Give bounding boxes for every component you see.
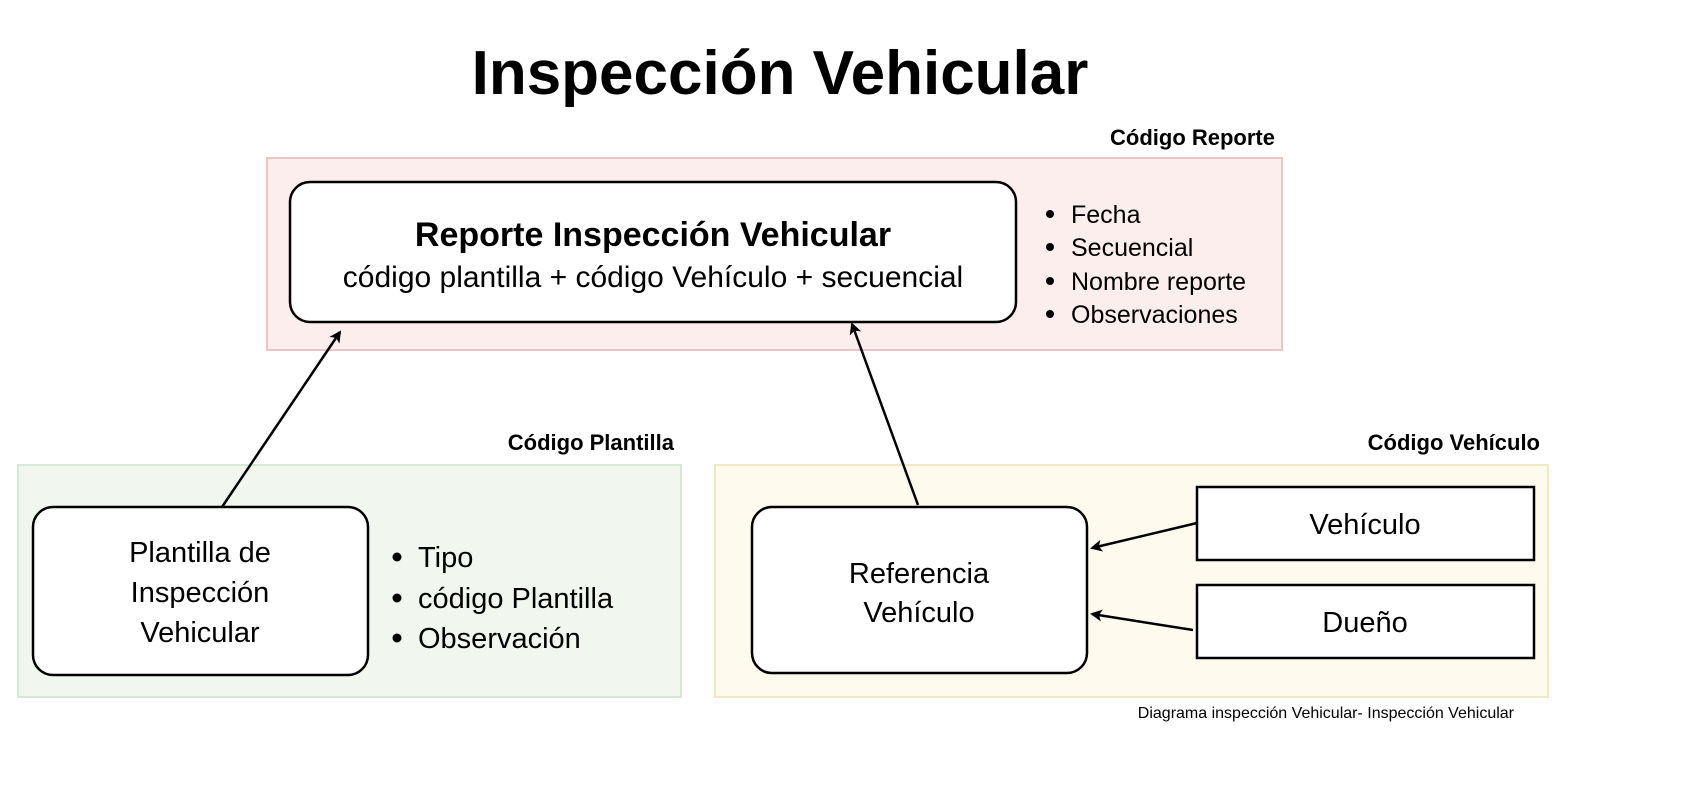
report-box[interactable] (288, 180, 1018, 324)
template-field: Tipo (418, 542, 473, 574)
template-field: Observación (418, 623, 581, 655)
template-box-line: Vehicular (140, 617, 260, 649)
report-field: Fecha (1071, 201, 1141, 229)
vehicle-box-label: Vehículo (1309, 509, 1420, 541)
vehicle-reference-line: Referencia (849, 558, 990, 590)
owner-box-label: Dueño (1322, 607, 1407, 639)
arrow-vehicle-to-reference (1090, 521, 1198, 552)
diagram-title: Inspección Vehicular (472, 39, 1089, 108)
report-field: Nombre reporte (1071, 268, 1246, 296)
arrow-template-to-report (220, 330, 342, 508)
template-field: código Plantilla (418, 583, 614, 615)
template-box[interactable] (31, 505, 370, 677)
report-fields-list: Fecha Secuencial Nombre reporte Observac… (1046, 201, 1246, 329)
report-box-title: Reporte Inspección Vehicular (415, 216, 891, 254)
template-fields-list: Tipo código Plantilla Observación (392, 542, 614, 655)
report-box-subtitle: código plantilla + código Vehículo + sec… (343, 261, 963, 294)
arrow-owner-to-reference (1090, 609, 1194, 632)
report-group-label: Código Reporte (1110, 125, 1275, 150)
vehicle-group-label: Código Vehículo (1368, 430, 1540, 455)
report-field: Observaciones (1071, 301, 1238, 329)
footer-caption: Diagrama inspección Vehicular- Inspecció… (1138, 705, 1515, 722)
template-box-line: Inspección (131, 577, 270, 609)
template-group-label: Código Plantilla (508, 430, 675, 455)
report-field: Secuencial (1071, 234, 1193, 262)
vehicle-reference-box[interactable] (750, 505, 1089, 675)
owner-box[interactable] (1195, 583, 1536, 660)
vehicle-reference-line: Vehículo (863, 597, 974, 629)
vehicle-box[interactable] (1195, 485, 1536, 562)
arrow-reference-to-report (849, 322, 920, 506)
template-box-line: Plantilla de (129, 537, 271, 569)
